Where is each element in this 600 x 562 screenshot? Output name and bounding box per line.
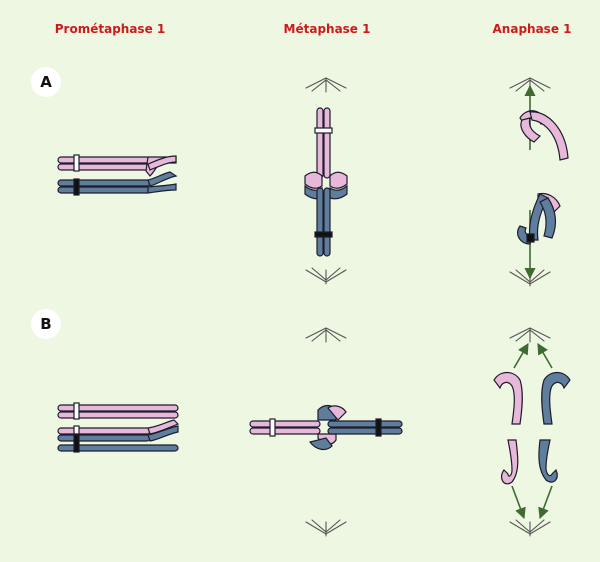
chromosome-anaphase-a-top: [519, 110, 569, 161]
spindle-pole-icon: [509, 519, 551, 537]
centromere-icon: [73, 433, 80, 453]
row-label-b: B: [31, 309, 61, 339]
bivalent-prometaphase-b: [57, 402, 180, 453]
spindle-pole-icon: [305, 77, 347, 93]
bivalent-metaphase-b: [249, 404, 403, 451]
centromere-icon: [314, 231, 333, 238]
spindle-arrow-icon: [511, 343, 553, 520]
centromere-icon: [73, 178, 80, 196]
centromere-icon: [375, 418, 382, 437]
bivalent-metaphase-a: [304, 107, 348, 257]
row-label-a: A: [31, 67, 61, 97]
column-title-prometaphase: Prométaphase 1: [54, 22, 166, 36]
chromosome-anaphase-b-lower-left: [500, 439, 519, 485]
chromosome-anaphase-a-bottom: [517, 192, 561, 245]
spindle-pole-icon: [305, 519, 347, 537]
column-title-metaphase: Métaphase 1: [283, 22, 371, 36]
spindle-pole-icon: [305, 267, 347, 285]
spindle-pole-icon: [305, 327, 347, 343]
spindle-pole-icon: [509, 327, 551, 343]
centromere-icon: [526, 233, 535, 243]
bivalent-prometaphase-a: [57, 154, 178, 196]
chromosome-anaphase-b-upper-left: [493, 371, 523, 425]
chromosome-anaphase-b-lower-right: [538, 439, 558, 483]
column-title-anaphase: Anaphase 1: [492, 22, 572, 36]
chromosome-anaphase-b-upper-right: [541, 371, 571, 425]
